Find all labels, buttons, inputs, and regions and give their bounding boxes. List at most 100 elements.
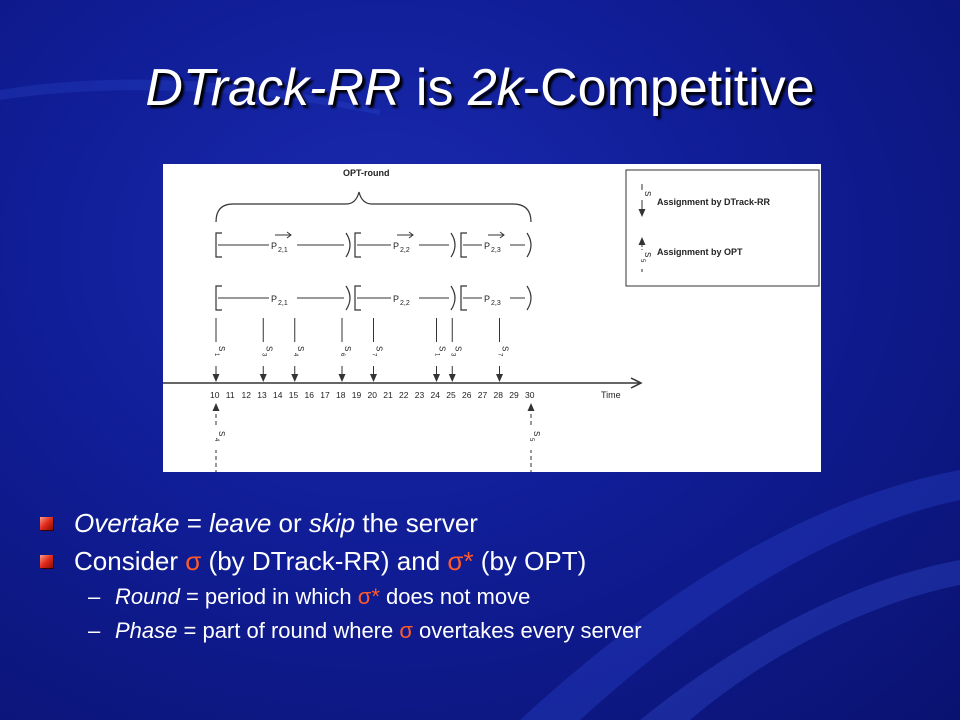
dtrack-server-subscript: 7 <box>371 353 377 357</box>
legend-opt-arrowhead <box>638 237 646 245</box>
interval-right-paren <box>526 232 532 258</box>
vector-arrow-head <box>286 231 292 239</box>
interval-left-bracket <box>354 232 361 258</box>
dtrack-assignment-arrowhead <box>338 374 346 382</box>
label-background <box>337 342 347 366</box>
bullet-text: Consider σ (by DTrack-RR) and σ* (by OPT… <box>74 546 586 577</box>
phase-label: P <box>271 241 277 251</box>
phase-label: P <box>271 294 277 304</box>
label-background <box>637 190 647 200</box>
time-tick-label: 21 <box>383 390 393 400</box>
opt-round-brace <box>215 191 532 223</box>
label-background <box>211 342 221 366</box>
interval-right-paren <box>345 285 351 311</box>
title-suffix: -Competitive <box>522 59 815 117</box>
time-tick-label: 18 <box>336 390 346 400</box>
label-background <box>526 428 536 450</box>
bullet-text: Round = period in which σ* does not move <box>115 584 530 610</box>
bullet-text-part: skip <box>308 508 356 538</box>
legend-opt-label: Assignment by OPT <box>657 247 743 257</box>
title-factor: 2k <box>467 59 523 117</box>
interval-right-paren <box>526 285 532 311</box>
vector-arrow-head <box>499 231 505 239</box>
bullet-text-part: the server <box>355 508 478 538</box>
dtrack-server-subscript: 3 <box>449 353 455 357</box>
phase-label-subscript: 2,3 <box>491 247 501 254</box>
time-tick-label: 16 <box>305 390 315 400</box>
opt-server-label: S <box>217 431 226 436</box>
legend-dtrack-symbol: S <box>643 191 652 196</box>
time-tick-label: 29 <box>509 390 519 400</box>
dtrack-server-subscript: 6 <box>339 353 345 357</box>
dtrack-server-label: S <box>217 346 226 351</box>
label-background <box>211 428 221 450</box>
dtrack-assignment-arrowhead <box>291 374 299 382</box>
sigma-symbol: σ <box>185 546 202 576</box>
dtrack-assignment-arrowhead <box>496 374 503 382</box>
bullet-text-part: (by OPT) <box>473 546 587 576</box>
time-tick-label: 15 <box>289 390 299 400</box>
dtrack-server-subscript: 1 <box>213 353 219 357</box>
dtrack-server-label: S <box>501 346 510 351</box>
time-tick-label: 12 <box>242 390 252 400</box>
time-tick-label: 19 <box>352 390 362 400</box>
interval-left-bracket <box>215 232 222 258</box>
phase-label-subscript: 2,2 <box>400 300 410 307</box>
dtrack-server-label: S <box>343 346 352 351</box>
bullet-text-part: = <box>179 508 210 538</box>
phase-label: P <box>393 241 399 251</box>
interval-right-paren <box>450 232 456 258</box>
legend-opt-subscript: 5 <box>639 259 645 263</box>
interval-left-bracket <box>460 285 467 311</box>
bullet-square-icon <box>40 555 53 568</box>
legend-opt-symbol: S <box>643 252 652 257</box>
label-background <box>637 250 647 268</box>
label-background <box>447 342 458 366</box>
bullet-text-part: overtakes every server <box>412 618 642 643</box>
sub-bullet-dash: – <box>88 618 101 643</box>
time-tick-label: 22 <box>399 390 409 400</box>
phase-label: P <box>393 294 399 304</box>
time-tick-label: 24 <box>431 390 441 400</box>
time-axis-arrowhead <box>630 377 643 389</box>
sigma-symbol: σ* <box>447 546 474 576</box>
sub-bullet-item: –Round = period in which σ* does not mov… <box>40 584 940 618</box>
label-background <box>368 342 379 366</box>
phase-label-subscript: 2,1 <box>278 300 288 307</box>
time-tick-label: 20 <box>368 390 378 400</box>
phase-label-subscript: 2,3 <box>491 300 501 307</box>
dtrack-server-label: S <box>296 346 305 351</box>
bullet-text-part: = period in which <box>179 584 358 609</box>
time-tick-label: 28 <box>494 390 504 400</box>
dtrack-server-subscript: 3 <box>260 353 266 357</box>
interval-right-paren <box>450 285 456 311</box>
label-background <box>431 342 442 366</box>
phase-label-subscript: 2,2 <box>400 247 410 254</box>
interval-right-paren <box>345 232 351 258</box>
legend-box <box>625 169 820 287</box>
dtrack-assignment-arrowhead <box>259 374 267 382</box>
time-tick-label: 10 <box>210 390 220 400</box>
dtrack-assignment-arrowhead <box>212 374 220 382</box>
bullet-text-part: does not move <box>379 584 531 609</box>
dtrack-server-label: S <box>438 346 447 351</box>
bullet-square-icon <box>40 517 53 530</box>
legend-dtrack-label: Assignment by DTrack-RR <box>657 197 771 207</box>
time-tick-label: 13 <box>257 390 267 400</box>
bullet-text-part: Overtake <box>74 508 180 538</box>
slide-title: DTrack-RR is 2k-Competitive <box>0 58 960 118</box>
bullet-text: Phase = part of round where σ overtakes … <box>115 618 642 644</box>
dtrack-server-label: S <box>264 346 273 351</box>
dtrack-server-label: S <box>453 346 462 351</box>
sigma-symbol: σ* <box>357 584 380 609</box>
bullet-text-part: or <box>271 508 309 538</box>
vector-arrow-head <box>408 231 414 239</box>
bullet-text-part: Consider <box>74 546 186 576</box>
dtrack-assignment-arrowhead <box>370 374 377 382</box>
title-connector: is <box>401 59 468 117</box>
dtrack-assignment-arrowhead <box>448 374 456 382</box>
